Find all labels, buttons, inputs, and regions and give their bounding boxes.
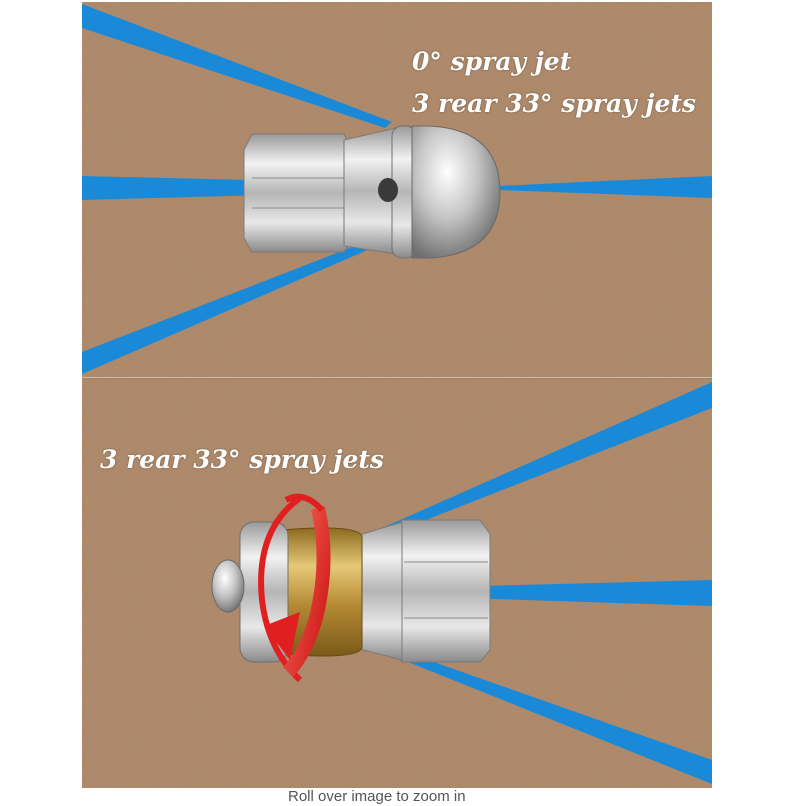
bottom-label: 3 rear 33° spray jets — [100, 445, 384, 474]
top-label-line2: 3 rear 33° spray jets — [412, 89, 696, 118]
top-nozzle — [243, 125, 501, 259]
bottom-nozzle — [211, 519, 491, 663]
zoom-hint: Roll over image to zoom in — [288, 788, 466, 805]
red-rotation-arrow-icon — [258, 493, 331, 683]
top-label-line1: 0° spray jet — [412, 47, 572, 76]
